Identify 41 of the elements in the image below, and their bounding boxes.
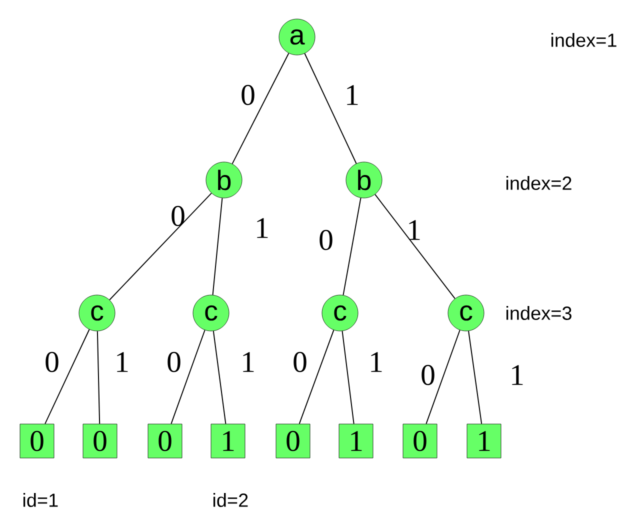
tree-edge	[96, 330, 100, 424]
tree-edge	[109, 192, 212, 300]
leaf-box: 0	[148, 424, 182, 458]
edge-label: 0	[294, 352, 306, 372]
edge-label: 1	[512, 365, 523, 385]
tree-edge	[468, 330, 482, 424]
leaf-box: 1	[210, 424, 246, 458]
id-label: id=1	[23, 493, 58, 507]
id-label: id=2	[213, 493, 248, 507]
edge-label: 0	[242, 84, 254, 106]
leaf-box: 0	[402, 424, 438, 458]
tree-edge	[374, 194, 456, 300]
edge-label: 0	[422, 364, 434, 386]
edge-label: 1	[117, 352, 128, 372]
edge-label: 1	[371, 352, 382, 372]
tree-edge	[212, 330, 226, 424]
edge-label: 0	[168, 352, 180, 372]
edge-label: 1	[347, 85, 358, 105]
edge-label: 1	[409, 220, 420, 240]
tree-edge	[342, 197, 362, 296]
leaf-box: 0	[276, 424, 310, 458]
level-label: index=2	[506, 176, 572, 190]
leaf-box: 1	[466, 424, 502, 458]
leaf-box: 0	[82, 424, 118, 458]
leaf-box: 0	[20, 424, 54, 458]
tree-edge	[342, 330, 354, 424]
edge-label: 1	[257, 218, 268, 238]
level-label: index=3	[506, 306, 572, 320]
tree-edge	[232, 52, 290, 164]
leaf-box: 1	[338, 424, 374, 458]
edge-label: 1	[243, 352, 254, 372]
edge-label: 0	[320, 230, 332, 250]
tree-edge	[212, 198, 223, 296]
tree-edge	[170, 330, 206, 424]
edge-label: 0	[172, 206, 184, 226]
tree-edge	[298, 330, 334, 424]
edge-label: 0	[46, 352, 58, 372]
tree-edge	[44, 328, 90, 424]
tree-edge	[426, 330, 460, 424]
tree-edge	[304, 52, 357, 164]
level-label: index=1	[551, 33, 616, 47]
